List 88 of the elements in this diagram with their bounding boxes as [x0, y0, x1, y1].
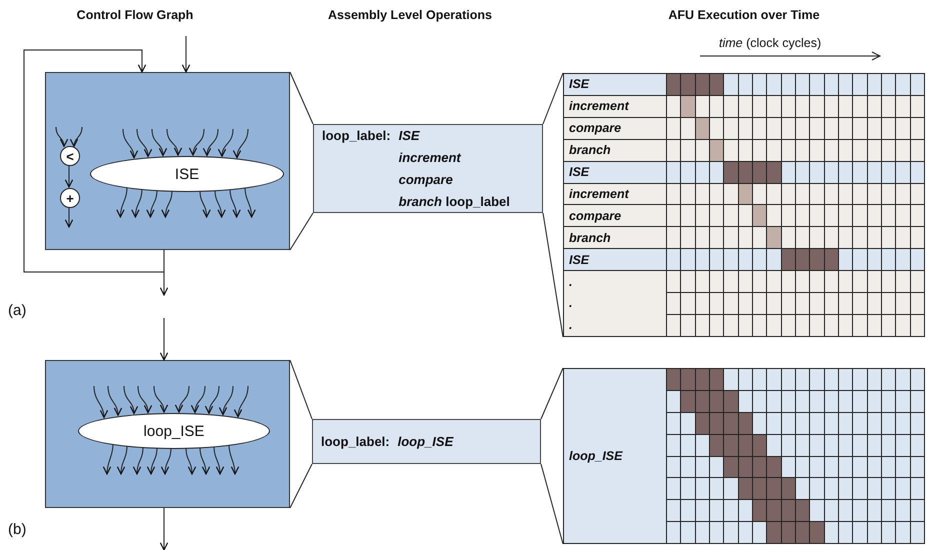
operation-label: . — [563, 314, 666, 336]
arrow — [132, 188, 142, 218]
operator-circle: + — [60, 188, 80, 208]
arrow — [228, 444, 239, 475]
arrow — [122, 128, 138, 158]
arrow — [103, 444, 114, 475]
arrow — [166, 128, 182, 156]
operation-label: ISE — [563, 248, 666, 270]
arrow — [64, 206, 74, 228]
arrow — [218, 128, 234, 157]
arrow — [203, 128, 218, 156]
arrow — [160, 508, 168, 550]
arrow — [146, 190, 158, 218]
code-line: ISE — [398, 126, 421, 144]
arrow — [244, 186, 256, 218]
arrow — [160, 250, 168, 296]
column-title: AFU Execution over Time — [668, 8, 820, 22]
arrow — [162, 190, 172, 218]
expansion-line — [540, 464, 564, 544]
expansion-line — [290, 212, 314, 250]
arrow — [191, 386, 206, 414]
column-title: Control Flow Graph — [76, 8, 194, 22]
code-line: loop_label: — [322, 126, 391, 145]
arrow — [117, 445, 128, 475]
arrow — [233, 128, 248, 158]
arrow — [136, 128, 152, 158]
panel-label: (b) — [8, 521, 26, 538]
execution-timeline-grid — [563, 368, 925, 544]
basic-block-box — [45, 72, 290, 250]
arrow — [234, 386, 248, 418]
operation-label: ISE — [563, 73, 666, 95]
expansion-line — [290, 72, 314, 124]
operation-label: increment — [563, 94, 666, 117]
arrow — [152, 128, 167, 156]
arrow — [24, 50, 164, 272]
arrow — [214, 446, 224, 475]
arrow — [133, 446, 144, 475]
arrow — [161, 448, 172, 475]
operation-label: ISE — [563, 160, 666, 183]
operator-circle: < — [60, 146, 80, 166]
operation-label: branch — [563, 226, 666, 248]
arrow — [56, 126, 68, 147]
code-line: loop_ISE — [398, 432, 454, 451]
arrow — [64, 164, 74, 188]
instruction-ellipse: loop_ISE — [78, 413, 270, 449]
arrow — [182, 36, 190, 73]
code-line: loop_label: — [321, 432, 390, 451]
expansion-line — [542, 72, 564, 124]
expansion-line — [542, 212, 564, 338]
operation-label: compare — [563, 116, 666, 139]
arrow — [94, 386, 108, 418]
arrow — [138, 386, 152, 414]
arrow — [154, 386, 168, 413]
arrow — [200, 190, 210, 218]
panel-label: (a) — [8, 302, 26, 319]
column-title: Assembly Level Operations — [328, 8, 492, 22]
arrow — [230, 188, 240, 218]
axis-label: time (clock cycles) — [719, 36, 822, 50]
instruction-ellipse: ISE — [90, 156, 284, 192]
operation-label: loop_ISE — [563, 368, 666, 543]
execution-timeline-grid — [563, 73, 925, 337]
arrow — [124, 386, 138, 414]
arrow — [147, 447, 158, 475]
arrow — [219, 386, 234, 416]
basic-block-box — [45, 360, 290, 508]
arrow — [189, 128, 204, 156]
arrow — [205, 386, 220, 414]
expansion-line — [540, 368, 564, 420]
expansion-line — [290, 464, 312, 508]
assembly-code-box — [313, 124, 543, 213]
arrow — [186, 447, 196, 475]
arrow — [108, 386, 122, 416]
arrow — [70, 126, 82, 147]
assembly-code-box — [312, 419, 541, 464]
arrow — [214, 190, 226, 218]
arrow — [116, 186, 128, 218]
operation-label: branch — [563, 138, 666, 161]
operation-label: . — [563, 270, 666, 292]
expansion-line — [290, 360, 312, 420]
operation-label: increment — [563, 182, 666, 204]
operation-label: compare — [563, 204, 666, 226]
arrow — [175, 386, 190, 413]
code-line: branch loop_label — [398, 192, 511, 211]
arrow — [200, 446, 210, 475]
code-line: compare — [398, 170, 454, 189]
operation-label: . — [563, 292, 666, 314]
arrow — [160, 318, 168, 361]
code-line: increment — [398, 148, 462, 166]
